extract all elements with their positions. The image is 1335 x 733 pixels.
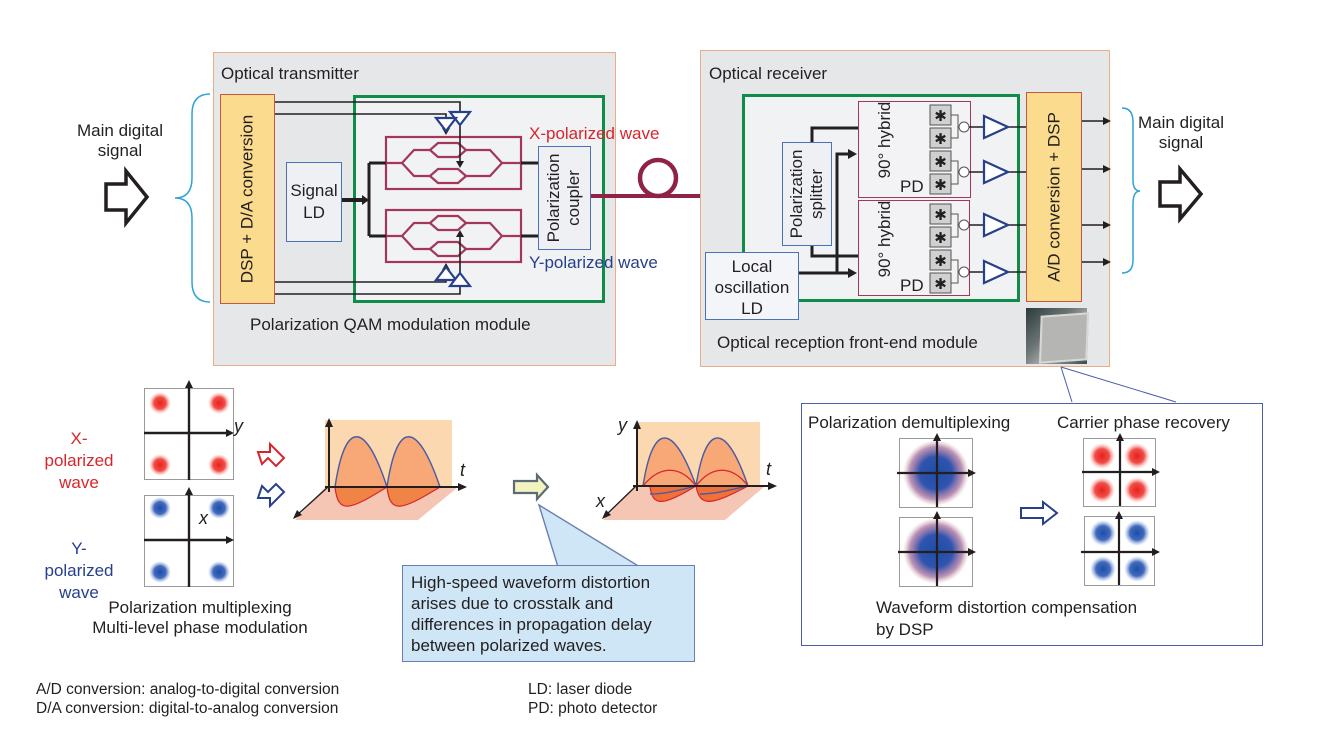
svg-text:✱: ✱: [934, 275, 947, 293]
propagation-arrow-icon: [512, 472, 550, 502]
qam-module-label: Polarization QAM modulation module: [250, 315, 531, 334]
polarization-splitter-block: [782, 142, 832, 246]
recovered-x-points: [1089, 443, 1150, 503]
carrier-phase-recovery-label: Carrier phase recovery: [1057, 413, 1230, 432]
svg-text:✱: ✱: [934, 206, 947, 224]
waveform1-t-axis-label: t: [460, 460, 466, 480]
input-arrow-icon: [104, 166, 150, 228]
output-brace-icon: [1121, 107, 1141, 274]
amplifier-icons: [982, 114, 1011, 285]
modulation-caption-1: Polarization multiplexing: [108, 598, 292, 617]
polarization-demultiplexing-label: Polarization demultiplexing: [808, 413, 1011, 432]
driver-amplifier-icons: [433, 110, 473, 288]
dsp-caption-2: by DSP: [876, 620, 934, 639]
x-polarized-wave-label: X-polarized wave: [529, 124, 660, 143]
x-polarized-wave-side-label: X-polarized wave: [44, 429, 114, 492]
dsp-da-conversion-block: [220, 94, 275, 304]
waveform-plot-distorted: [602, 420, 777, 520]
svg-text:✱: ✱: [934, 176, 947, 194]
y-merge-arrow-icon: [256, 482, 286, 509]
x-constellation-points: [149, 392, 230, 476]
footnote-ad: A/D conversion: analog-to-digital conver…: [36, 681, 340, 698]
svg-text:✱: ✱: [934, 107, 947, 125]
output-arrows: [1082, 120, 1105, 263]
svg-text:✱: ✱: [934, 153, 947, 171]
waveform2-t-axis-label: t: [766, 459, 772, 479]
waveform2-y-axis-label: y: [618, 415, 627, 435]
front-end-module-label: Optical reception front-end module: [717, 333, 978, 352]
pd-label-upper: PD: [900, 177, 924, 196]
waveform-plot-ideal: [293, 418, 467, 520]
local-oscillation-ld-block: [705, 252, 799, 320]
local-oscillation-ld-label: Local oscillation LD: [714, 257, 790, 318]
y-polarized-wave-label: Y-polarized wave: [529, 253, 658, 272]
input-brace-icon: [174, 93, 211, 303]
dsp-compensation-panel: [801, 403, 1263, 646]
x-merge-arrow-icon: [256, 441, 286, 468]
dsp-caption-1: Waveform distortion compensation: [876, 598, 1138, 617]
modulation-caption-2: Multi-level phase modulation: [92, 618, 308, 637]
compensation-arrow-icon: [1020, 499, 1059, 527]
constellation-y-axis-label: y: [234, 416, 243, 436]
svg-text:✱: ✱: [934, 229, 947, 247]
y-constellation-points: [149, 497, 230, 583]
module-photo: [1026, 308, 1089, 364]
constellation-x-axis-label: x: [199, 508, 208, 528]
receiver-title: Optical receiver: [709, 64, 828, 83]
signal-ld-block: [286, 162, 342, 242]
fiber-loop-icon: [637, 157, 679, 199]
svg-text:✱: ✱: [934, 252, 947, 270]
footnote-ld: LD: laser diode: [528, 681, 633, 698]
svg-text:✱: ✱: [934, 130, 947, 148]
footnote-da: D/A conversion: digital-to-analog conver…: [36, 700, 339, 717]
hybrid-block-upper: [858, 101, 971, 198]
y-polarized-wave-side-label: Y-polarized wave: [44, 539, 114, 602]
polarization-coupler-block: [538, 146, 591, 250]
signal-ld-label: Signal LD: [290, 181, 338, 222]
recovered-y-points: [1090, 520, 1150, 582]
input-signal-label: Main digital signal: [77, 121, 163, 160]
footnote-pd: PD: photo detector: [528, 700, 658, 717]
output-signal-label: Main digital signal: [1138, 113, 1224, 152]
pd-label-lower: PD: [900, 276, 924, 295]
waveform2-x-axis-label: x: [596, 491, 605, 511]
ad-conversion-dsp-block: [1026, 92, 1082, 302]
output-arrow-icon: [1158, 164, 1204, 224]
distortion-callout: High-speed waveform distortion arises du…: [402, 565, 695, 662]
transmitter-title: Optical transmitter: [221, 64, 359, 83]
